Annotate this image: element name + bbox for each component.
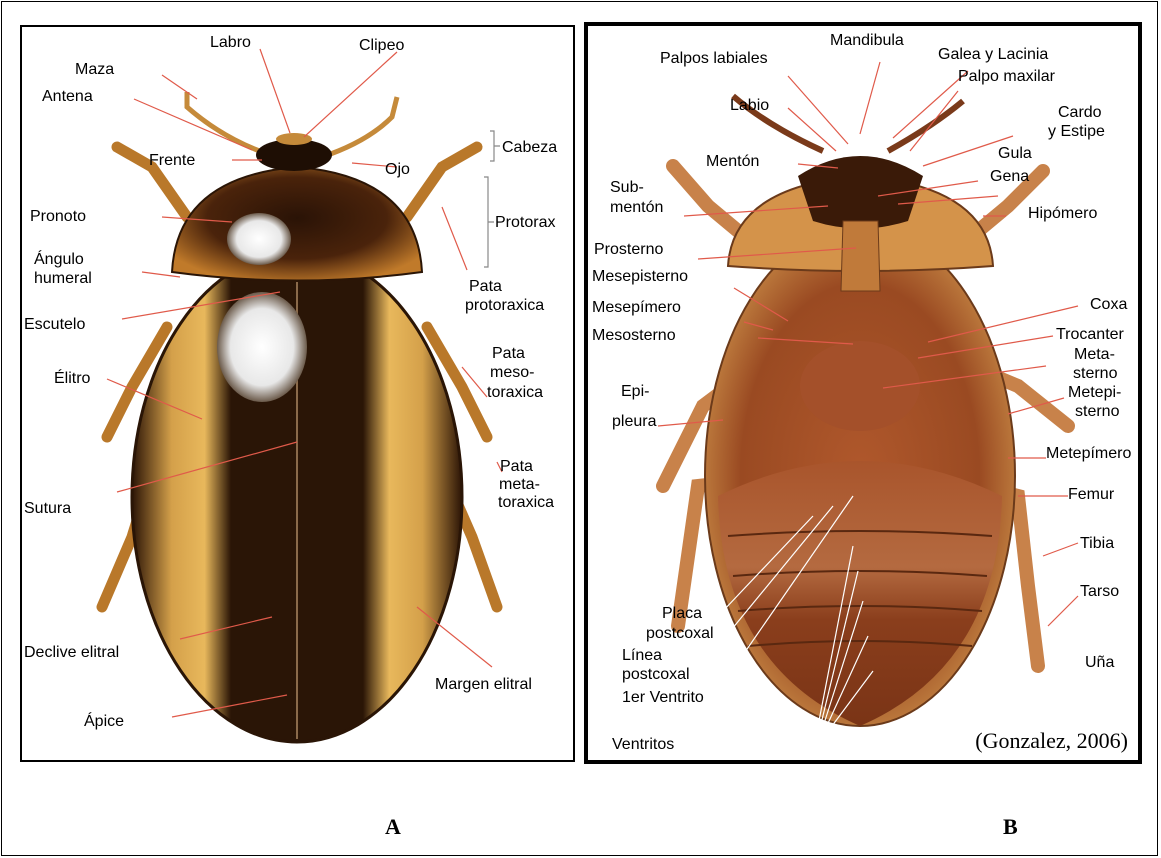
- label-escutelo: Escutelo: [24, 316, 85, 333]
- label-hipomero: Hipómero: [1028, 205, 1097, 222]
- label-mandibula: Mandibula: [830, 32, 904, 49]
- label-metasterno-1: Meta-: [1074, 346, 1115, 363]
- label-ventritos: Ventritos: [612, 736, 674, 753]
- label-maza: Maza: [75, 61, 114, 78]
- label-linea-postcoxal-2: postcoxal: [622, 666, 690, 683]
- label-epipleura-2: pleura: [612, 413, 657, 430]
- label-sutura: Sutura: [24, 500, 71, 517]
- label-apice: Ápice: [84, 711, 124, 730]
- label-palpos-labiales: Palpos labiales: [660, 50, 768, 67]
- label-angulo-humeral-1: Ángulo: [34, 249, 84, 268]
- label-antena: Antena: [42, 88, 93, 105]
- label-galea-lacinia: Galea y Lacinia: [938, 46, 1048, 63]
- label-cardo-2: y Estipe: [1048, 123, 1105, 140]
- label-pronoto: Pronoto: [30, 208, 86, 225]
- dorsal-beetle-illustration: Labro Clipeo Maza Antena Frente Ojo Cabe…: [22, 27, 573, 760]
- label-labro: Labro: [210, 34, 251, 51]
- label-pata-meta-2: meta-: [499, 476, 540, 493]
- prosternum: [841, 221, 880, 291]
- protorax-bracket: [484, 177, 494, 267]
- label-frente: Frente: [149, 152, 195, 169]
- label-pata-meso-1: Pata: [492, 345, 525, 362]
- label-pata-meso-3: toraxica: [487, 384, 543, 401]
- label-cardo-1: Cardo: [1058, 104, 1102, 121]
- label-epipleura-1: Epi-: [621, 383, 649, 400]
- panel-a-dorsal-view: Labro Clipeo Maza Antena Frente Ojo Cabe…: [20, 25, 575, 762]
- label-ojo: Ojo: [385, 161, 410, 178]
- label-pata-meta-3: toraxica: [498, 494, 554, 511]
- label-cabeza: Cabeza: [502, 139, 557, 156]
- label-trocanter: Trocanter: [1056, 326, 1125, 343]
- label-una: Uña: [1085, 654, 1114, 671]
- label-submenton-2: mentón: [610, 199, 663, 216]
- cabeza-bracket: [490, 131, 500, 161]
- label-tibia: Tibia: [1080, 535, 1114, 552]
- label-margen-elitral: Margen elitral: [435, 676, 532, 693]
- label-gena: Gena: [990, 168, 1029, 185]
- label-declive-elitral: Declive elitral: [24, 644, 119, 661]
- label-mesepisterno: Mesepisterno: [592, 268, 688, 285]
- ventral-beetle-illustration: Mandibula Palpos labiales Galea y Lacini…: [588, 26, 1138, 760]
- label-metepimero: Metepímero: [1046, 445, 1131, 462]
- label-clipeo: Clipeo: [359, 37, 404, 54]
- label-mesepimero: Mesepímero: [592, 299, 681, 316]
- label-pata-meso-2: meso-: [490, 364, 534, 381]
- pronotum: [172, 167, 422, 281]
- label-palpo-maxilar: Palpo maxilar: [958, 68, 1056, 85]
- panel-letter-b: B: [1003, 814, 1018, 840]
- label-placa-postcoxal-2: postcoxal: [646, 625, 714, 642]
- label-1er-ventrito: 1er Ventrito: [622, 689, 704, 706]
- label-pata-meta-1: Pata: [500, 458, 533, 475]
- panel-letter-a: A: [385, 814, 401, 840]
- label-mesosterno: Mesosterno: [592, 327, 676, 344]
- label-metasterno-2: sterno: [1073, 365, 1118, 382]
- label-linea-postcoxal-1: Línea: [622, 647, 662, 664]
- label-protorax: Protorax: [495, 214, 555, 231]
- label-pata-protoraxica-2: protoraxica: [465, 297, 544, 314]
- citation: (Gonzalez, 2006): [975, 728, 1128, 754]
- label-prosterno: Prosterno: [594, 241, 663, 258]
- label-elitro: Élitro: [54, 368, 91, 387]
- label-angulo-humeral-2: humeral: [34, 270, 92, 287]
- label-placa-postcoxal-1: Placa: [662, 605, 702, 622]
- pronotal-white-spot: [227, 213, 291, 265]
- label-metepisterno-2: sterno: [1075, 403, 1120, 420]
- label-tarso: Tarso: [1080, 583, 1119, 600]
- elytral-white-spot: [217, 292, 307, 402]
- label-submenton-1: Sub-: [610, 179, 644, 196]
- label-pata-protoraxica-1: Pata: [469, 278, 502, 295]
- label-femur: Femur: [1068, 486, 1115, 503]
- label-gula: Gula: [998, 145, 1032, 162]
- label-menton: Mentón: [706, 153, 759, 170]
- label-labio: Labio: [730, 97, 769, 114]
- label-metepisterno-1: Metepi-: [1068, 384, 1121, 401]
- panel-b-ventral-view: Mandibula Palpos labiales Galea y Lacini…: [584, 22, 1142, 764]
- label-coxa: Coxa: [1090, 296, 1127, 313]
